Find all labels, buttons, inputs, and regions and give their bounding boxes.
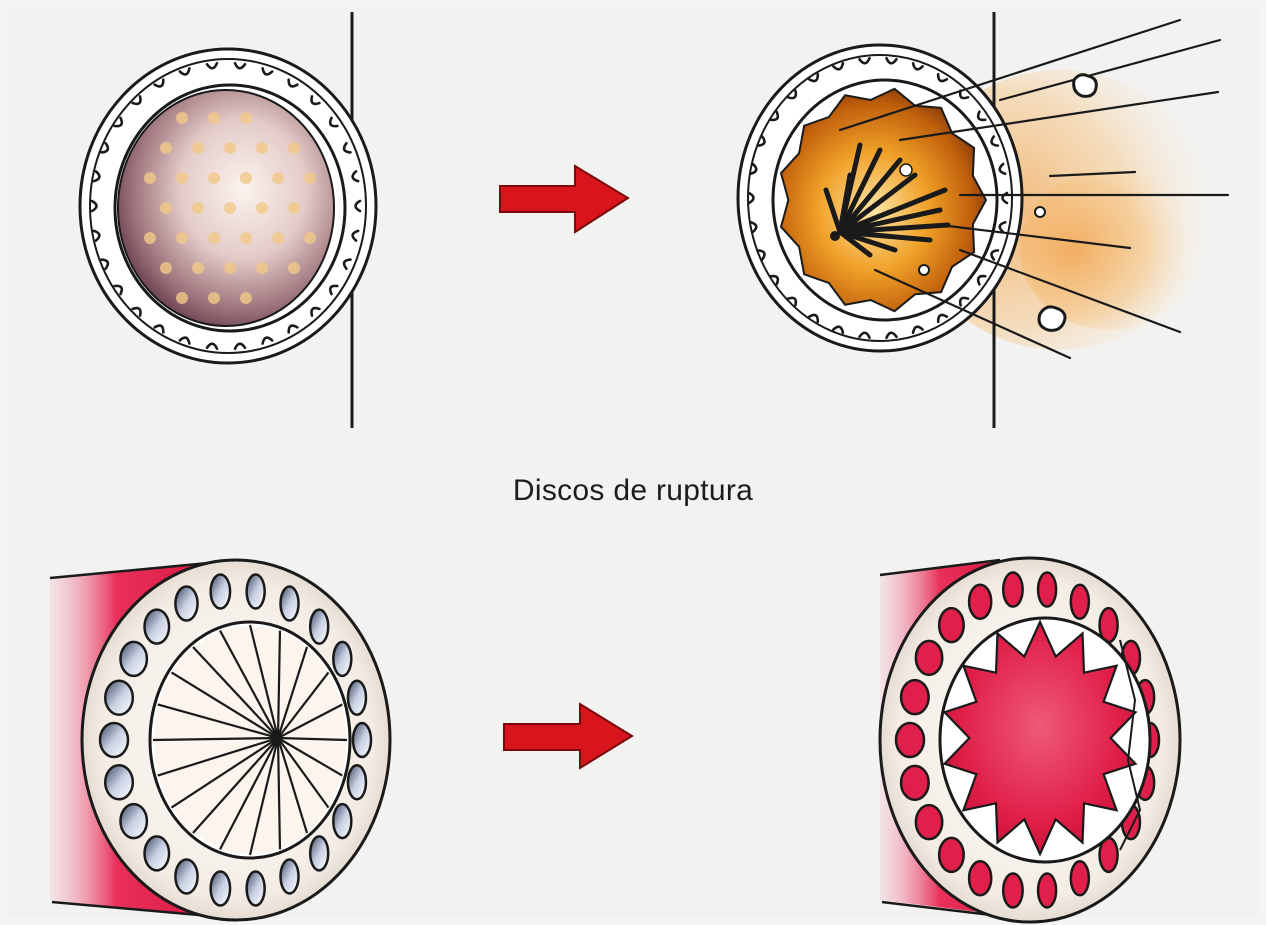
dome-dot xyxy=(288,202,300,214)
flange-hole xyxy=(333,804,351,838)
dome-dot xyxy=(224,202,236,214)
flange-hole xyxy=(247,871,265,905)
dome-dot xyxy=(192,142,204,154)
dome-dot xyxy=(208,172,220,184)
dome-dot xyxy=(256,202,268,214)
dome-dot xyxy=(160,142,172,154)
flange-hole xyxy=(105,681,133,715)
flange-hole xyxy=(353,723,371,757)
dome-dot xyxy=(240,172,252,184)
dome-dot xyxy=(240,112,252,124)
flange-hole xyxy=(145,610,170,644)
dome-dot xyxy=(208,232,220,244)
dome-dot xyxy=(224,142,236,154)
flange-hole xyxy=(310,610,328,644)
flange-hole xyxy=(969,861,991,895)
flange-hole xyxy=(281,587,299,621)
dome-dot xyxy=(272,172,284,184)
dome-dot xyxy=(256,262,268,274)
flange-hole xyxy=(333,642,351,676)
dome-dot xyxy=(160,202,172,214)
dome-dot xyxy=(192,202,204,214)
flange-hole xyxy=(916,641,942,675)
dome-dot xyxy=(240,292,252,304)
dome-dot xyxy=(288,262,300,274)
flange-hole xyxy=(1038,573,1056,607)
flange-hole xyxy=(100,723,128,757)
dome-dot xyxy=(176,292,188,304)
scored-rupture-disc-intact xyxy=(50,560,390,920)
dome-dot xyxy=(144,172,156,184)
flange-hole xyxy=(939,608,964,642)
dome-dot xyxy=(208,292,220,304)
dome-dot xyxy=(208,112,220,124)
dome-dot xyxy=(304,172,316,184)
dome-dot xyxy=(272,232,284,244)
flange-hole xyxy=(145,836,170,870)
diagram-caption: Discos de ruptura xyxy=(0,474,1266,508)
flange-hole xyxy=(896,723,924,757)
dome-dot xyxy=(192,262,204,274)
flange-hole xyxy=(939,838,964,872)
flange-hole xyxy=(281,859,299,893)
flange-hole xyxy=(105,765,133,799)
flange-hole xyxy=(1071,861,1089,895)
flange-hole xyxy=(1003,573,1022,607)
flange-hole xyxy=(348,681,366,715)
dome-dot xyxy=(304,232,316,244)
flange-hole xyxy=(120,642,146,676)
dome-dot xyxy=(288,142,300,154)
flange-hole xyxy=(310,836,328,870)
flange-hole xyxy=(1038,873,1056,907)
flange-hole xyxy=(211,575,230,609)
dome-dot xyxy=(176,232,188,244)
dome-dot xyxy=(176,172,188,184)
scored-rupture-disc-burst xyxy=(880,558,1180,922)
flange-hole xyxy=(916,805,942,839)
flange-hole xyxy=(348,765,366,799)
flange-hole xyxy=(1003,873,1022,907)
flange-hole xyxy=(969,585,991,619)
dome-dot xyxy=(160,262,172,274)
flange-hole xyxy=(901,680,929,714)
flange-hole xyxy=(1071,585,1089,619)
dome-dot xyxy=(240,232,252,244)
flange-hole xyxy=(120,804,146,838)
flange-hole xyxy=(901,766,929,800)
flange-hole xyxy=(175,859,197,893)
dome-dot xyxy=(256,142,268,154)
flange-hole xyxy=(247,575,265,609)
dome-dot xyxy=(144,232,156,244)
flange-hole xyxy=(175,587,197,621)
flange-hole xyxy=(211,871,230,905)
dome-dot xyxy=(176,112,188,124)
dome-dot xyxy=(224,262,236,274)
